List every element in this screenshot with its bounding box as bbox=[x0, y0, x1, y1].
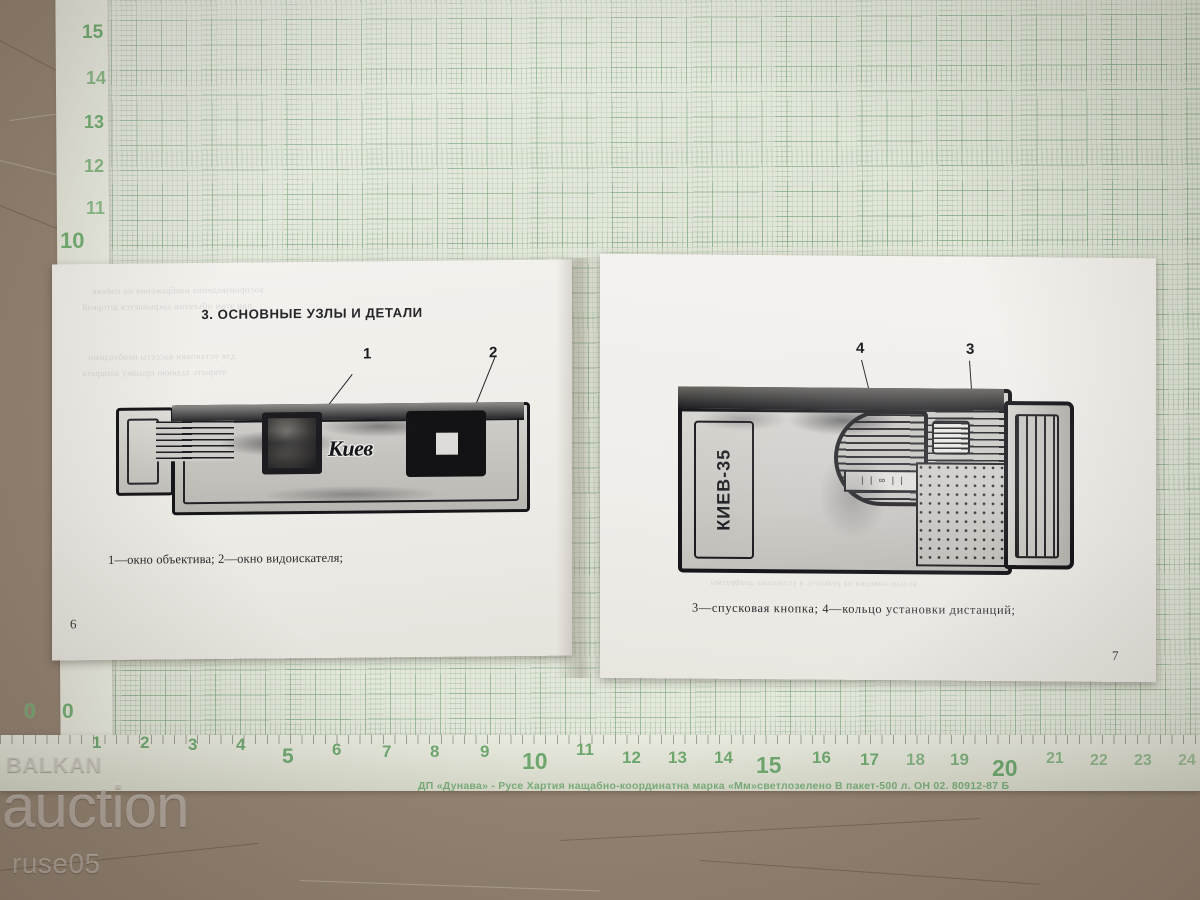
left-page-content: воспроизведение изображения на плёнке пр… bbox=[52, 260, 572, 661]
camera-illustration-front-view: КИЕВ-35 | | ∞ | | bbox=[668, 364, 1088, 587]
ruler-number: 19 bbox=[950, 750, 969, 769]
vertical-ruler-number: 11 bbox=[86, 198, 106, 218]
camera-brand-logo: Киев bbox=[328, 435, 373, 461]
bleed-text: открыть заднюю крышку аппарата bbox=[82, 366, 227, 379]
ruler-number: 11 bbox=[576, 740, 594, 759]
camera-textured-grip bbox=[916, 462, 1016, 568]
ruler-number: 5 bbox=[282, 745, 294, 768]
page-number-left: 6 bbox=[70, 616, 77, 632]
camera-grille bbox=[156, 420, 234, 462]
ruler-number: 1 bbox=[92, 733, 102, 752]
ruler-number: 9 bbox=[480, 742, 490, 761]
ruler-number: 21 bbox=[1046, 750, 1064, 767]
ruler-number: 2 bbox=[140, 733, 150, 752]
ruler-zero-label: 0 bbox=[62, 700, 74, 723]
ruler-number: 22 bbox=[1090, 752, 1108, 769]
right-page-content: кольцо наводки на резкость и установка д… bbox=[600, 254, 1156, 682]
ruler-number: 12 bbox=[622, 748, 641, 767]
figure-caption-left: 1—окно объектива; 2—окно видоискателя; bbox=[108, 550, 344, 567]
ruler-number: 23 bbox=[1134, 752, 1152, 769]
ruler-number: 17 bbox=[860, 750, 879, 769]
camera-nameplate-text: КИЕВ-35 bbox=[713, 448, 734, 531]
section-title: 3. ОСНОВНЫЕ УЗЛЫ И ДЕТАЛИ bbox=[201, 304, 423, 323]
ruler-number: 24 bbox=[1178, 752, 1196, 769]
viewfinder-window bbox=[436, 432, 458, 455]
camera-nameplate: КИЕВ-35 bbox=[694, 420, 754, 560]
bleed-text: воспроизведение изображения на плёнке bbox=[92, 284, 264, 297]
distance-scale: | | ∞ | | bbox=[844, 469, 922, 493]
booklet-right-page: кольцо наводки на резкость и установка д… bbox=[600, 253, 1156, 683]
vertical-ruler-number: 14 bbox=[86, 68, 107, 88]
ruler-number: 18 bbox=[906, 750, 925, 769]
bleed-text: для установки кассеты необходимо bbox=[88, 350, 236, 363]
vertical-ruler-number: 10 bbox=[60, 228, 85, 253]
ruler-number: 7 bbox=[382, 742, 392, 761]
camera-side-panel bbox=[1004, 400, 1074, 570]
ruler-number: 8 bbox=[430, 742, 440, 761]
callout-number-1: 1 bbox=[363, 345, 372, 363]
ruler-ticks bbox=[0, 735, 1200, 744]
ruler-number: 4 bbox=[236, 735, 246, 754]
vertical-ruler-number: 12 bbox=[84, 156, 105, 176]
ruler-imprint-text: ДП «Дунава» - Русе Хартия нащабно-коорди… bbox=[418, 780, 1010, 792]
lens-window bbox=[268, 417, 316, 469]
page-number-right: 7 bbox=[1112, 647, 1119, 663]
shutter-release-button bbox=[932, 420, 970, 455]
callout-number-4: 4 bbox=[856, 339, 865, 357]
ruler-number: 13 bbox=[668, 748, 687, 767]
camera-illustration-top-view: Киев bbox=[110, 388, 540, 522]
figure-caption-right: 3—спусковая кнопка; 4—кольцо установки д… bbox=[692, 600, 1016, 618]
ruler-number: 6 bbox=[332, 740, 342, 759]
vertical-ruler-number: 15 bbox=[82, 22, 104, 43]
ruler-zero-label: 0 bbox=[24, 700, 36, 723]
ruler-number: 16 bbox=[812, 748, 831, 767]
ruler-number: 20 bbox=[992, 755, 1018, 781]
ruler-number: 3 bbox=[188, 735, 198, 754]
vertical-ruler-number: 13 bbox=[84, 112, 105, 132]
horizontal-ruler bbox=[0, 735, 1200, 791]
booklet-left-page: воспроизведение изображения на плёнке пр… bbox=[52, 259, 572, 661]
callout-number-3: 3 bbox=[966, 340, 975, 358]
ruler-number: 10 bbox=[522, 748, 548, 774]
booklet-spine bbox=[556, 258, 608, 678]
ruler-number: 15 bbox=[756, 752, 782, 778]
ruler-number: 14 bbox=[714, 748, 733, 767]
